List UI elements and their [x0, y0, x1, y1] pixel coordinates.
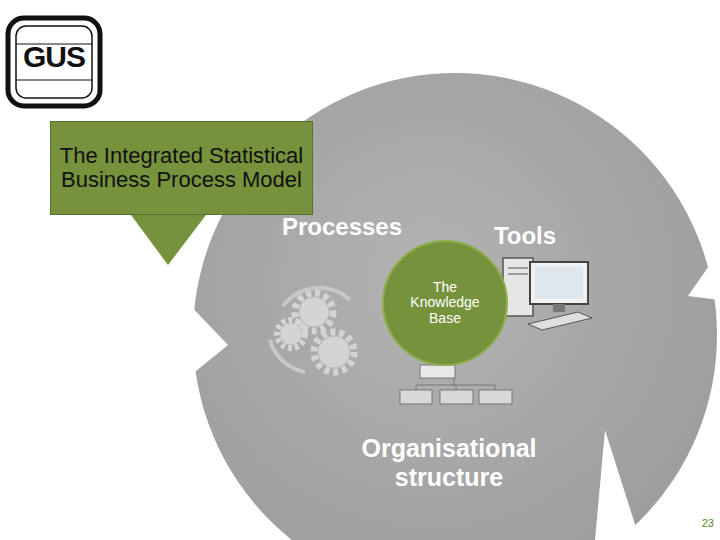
node-text: The Integrated Statistical Business Proc… [54, 144, 309, 192]
node-text: The Knowledge Base [403, 280, 487, 326]
gears-icon [270, 288, 354, 372]
model-box: The Integrated Statistical Business Proc… [50, 121, 313, 215]
page-number: 23 [680, 517, 714, 530]
logo-text: GUS [22, 40, 86, 75]
cycle-label: Processes [262, 213, 422, 241]
cycle-label: Organisational structure [332, 434, 566, 492]
gus-logo [8, 18, 100, 106]
computer-icon [503, 258, 592, 330]
org-chart [400, 365, 512, 404]
cycle-notch [185, 300, 228, 380]
knowledge-circle: The Knowledge Base [382, 240, 508, 366]
cycle-notch [688, 250, 720, 300]
down-arrow [131, 215, 206, 265]
cycle-notch [595, 430, 640, 540]
cycle-label: Tools [478, 222, 572, 250]
